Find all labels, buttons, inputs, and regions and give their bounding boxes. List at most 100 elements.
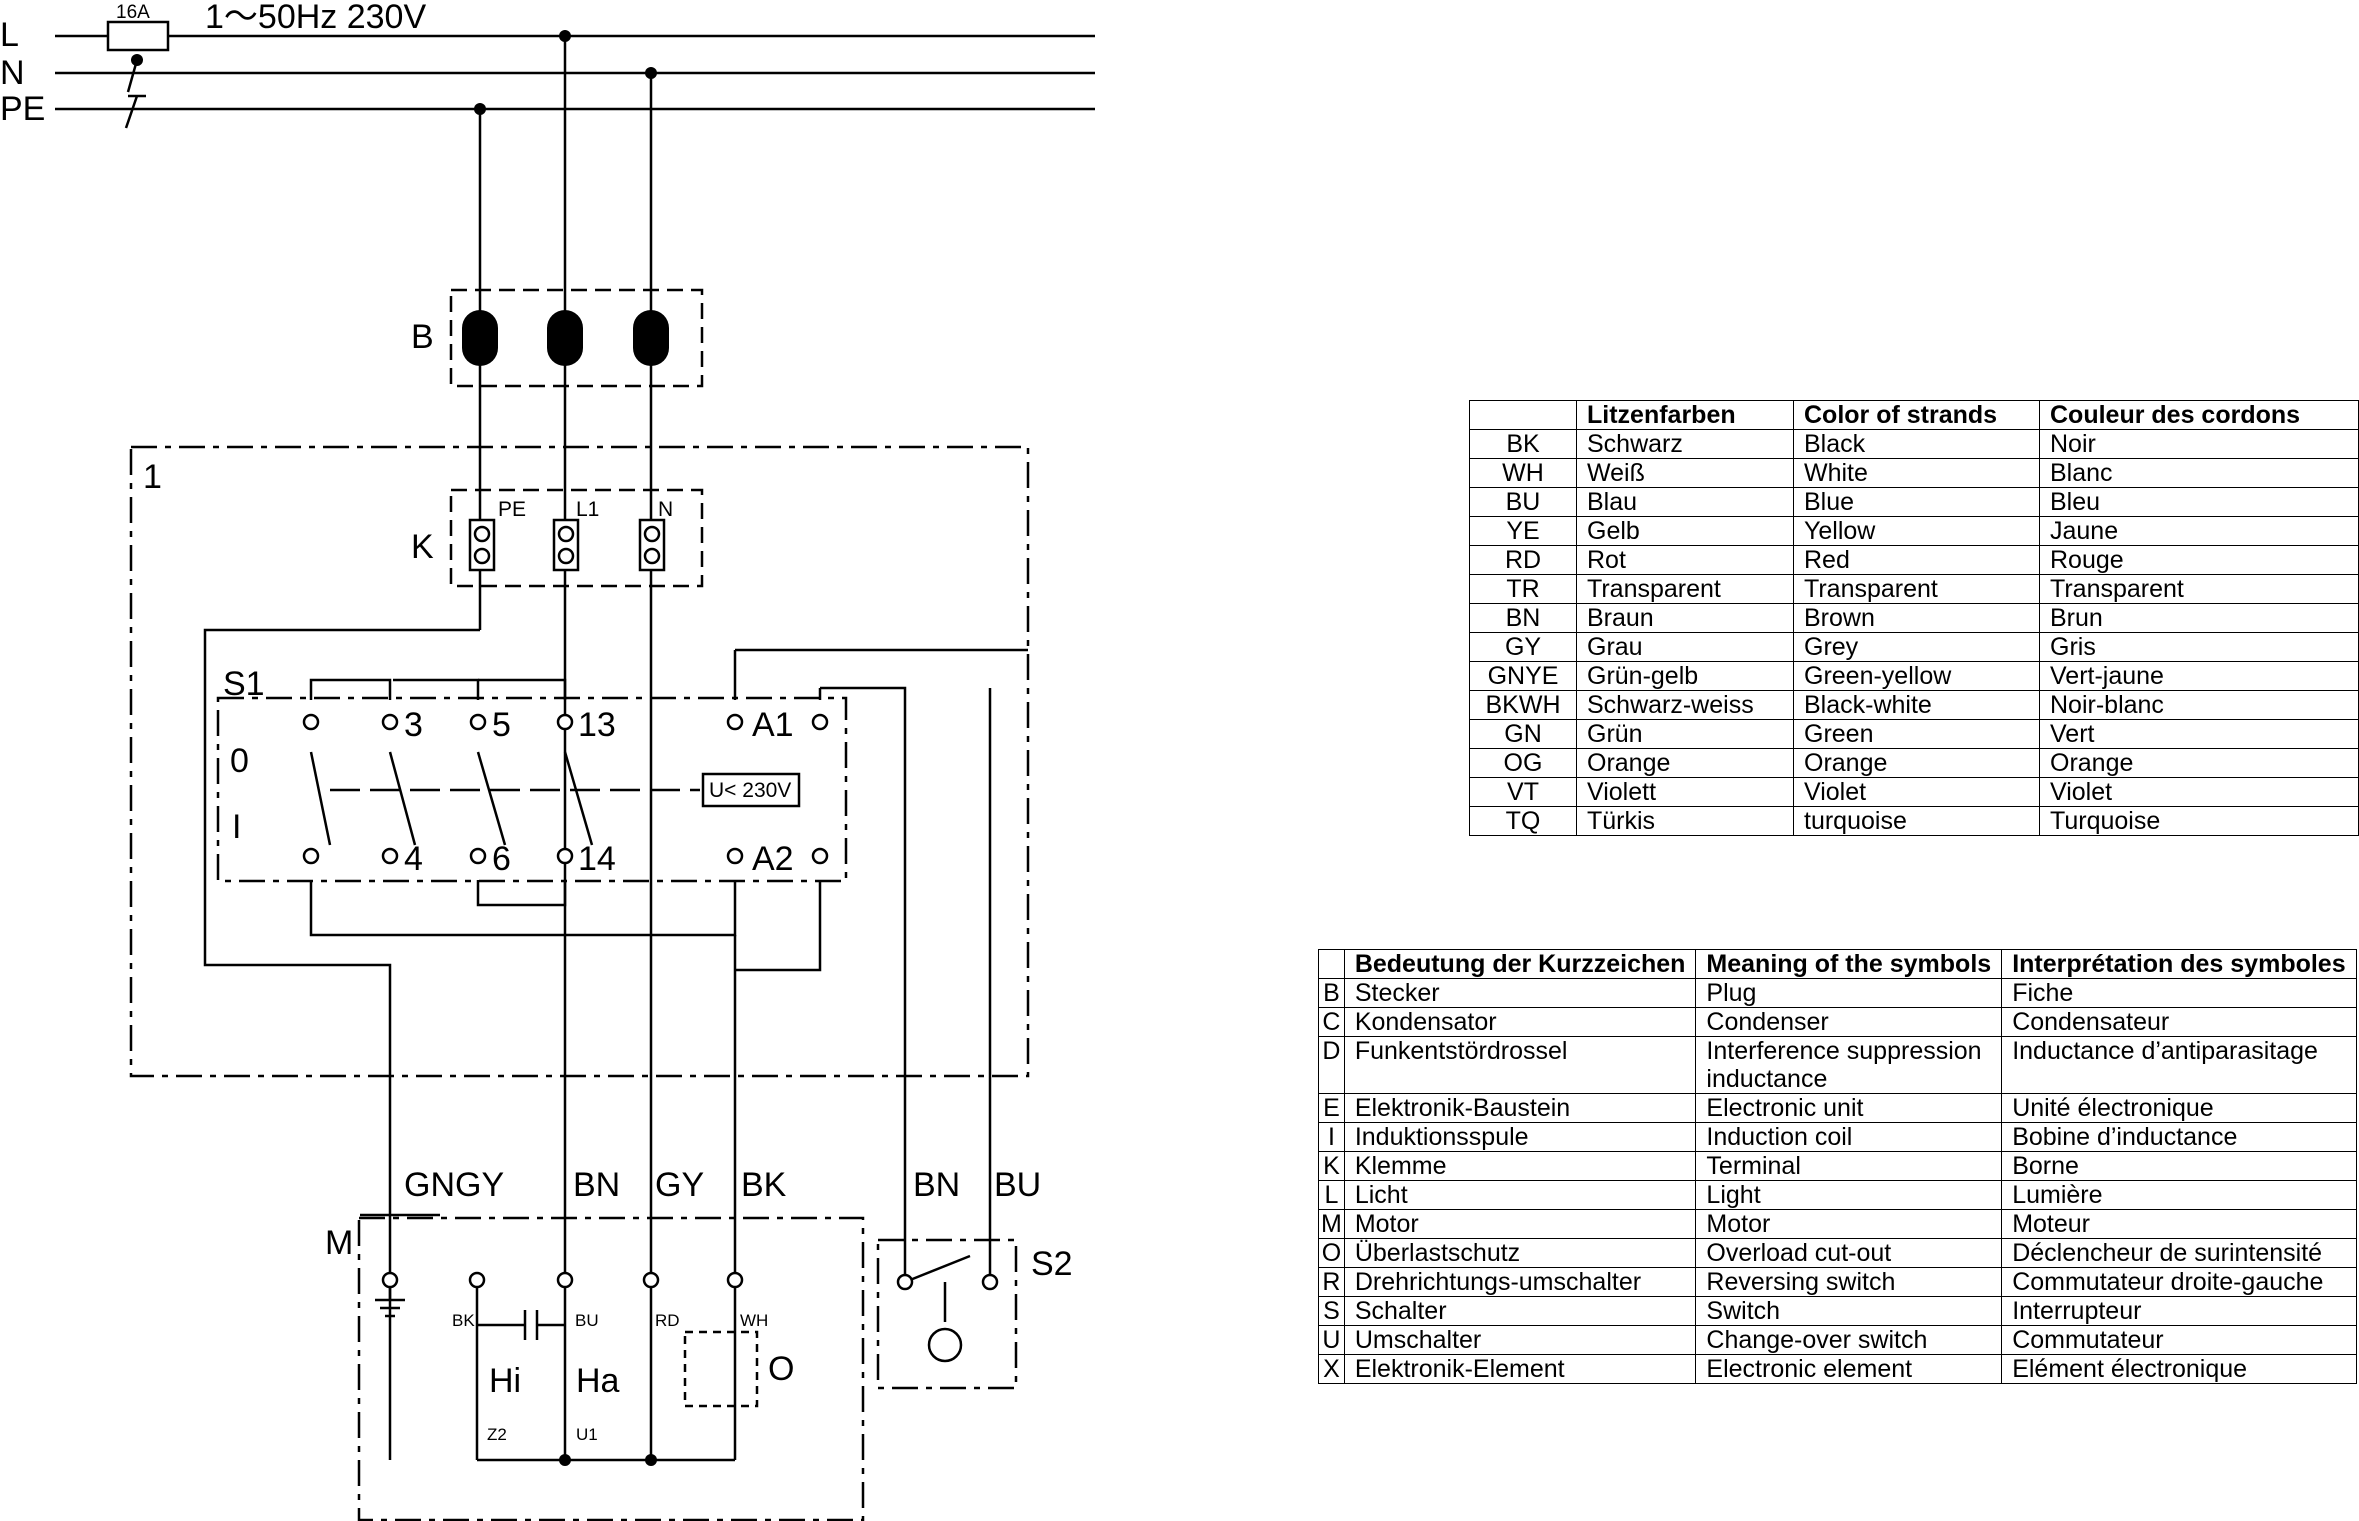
table-cell: Violett bbox=[1576, 777, 1794, 807]
wire-label-bu: BU bbox=[994, 1166, 1041, 1204]
supply-spec: 1～50Hz 230V bbox=[205, 0, 426, 36]
table-cell: Bobine d’inductance bbox=[2001, 1122, 2357, 1152]
table-cell: Commutateur droite-gauche bbox=[2001, 1267, 2357, 1297]
table-cell: Türkis bbox=[1576, 806, 1794, 836]
table-cell: U bbox=[1318, 1325, 1345, 1355]
table-cell: Condenser bbox=[1695, 1007, 2003, 1037]
motor-lead-wh: WH bbox=[740, 1311, 768, 1330]
table-cell: Blanc bbox=[2039, 458, 2359, 488]
table-cell: Transparent bbox=[1576, 574, 1794, 604]
table-cell: VT bbox=[1469, 777, 1577, 807]
table-cell: Violet bbox=[2039, 777, 2359, 807]
line-label-pe: PE bbox=[0, 90, 45, 128]
motor-winding-ha: Ha bbox=[576, 1362, 620, 1400]
table-cell: Kondensator bbox=[1343, 1007, 1697, 1037]
table-cell: Noir-blanc bbox=[2039, 690, 2359, 720]
table-cell: YE bbox=[1469, 516, 1577, 546]
strand-colors-table: Litzenfarben Color of strands Couleur de… bbox=[1469, 400, 2359, 836]
table-cell: K bbox=[1318, 1151, 1345, 1181]
table-cell: Grün-gelb bbox=[1576, 661, 1794, 691]
table-cell: Interference suppression inductance bbox=[1695, 1036, 2003, 1094]
motor-lead-bk: BK bbox=[452, 1311, 475, 1330]
table-header-cell: Litzenfarben bbox=[1576, 400, 1794, 430]
table-cell: Violet bbox=[1793, 777, 2040, 807]
motor-lead-rd: RD bbox=[655, 1311, 680, 1330]
table-cell: Turquoise bbox=[2039, 806, 2359, 836]
motor-terminal-z2: Z2 bbox=[487, 1425, 507, 1444]
table-cell: Motor bbox=[1343, 1209, 1697, 1239]
table-cell: Moteur bbox=[2001, 1209, 2357, 1239]
table-header-cell: Meaning of the symbols bbox=[1695, 949, 2003, 979]
overload-cutout-label: O bbox=[768, 1350, 794, 1388]
table-cell: turquoise bbox=[1793, 806, 2040, 836]
table-cell: Schalter bbox=[1343, 1296, 1697, 1326]
table-cell: Green bbox=[1793, 719, 2040, 749]
table-cell: White bbox=[1793, 458, 2040, 488]
terminal-pin-n: N bbox=[658, 498, 673, 521]
motor-terminal-u1: U1 bbox=[576, 1425, 598, 1444]
contact-top-5: 5 bbox=[492, 706, 511, 744]
table-cell: Reversing switch bbox=[1695, 1267, 2003, 1297]
table-cell: Klemme bbox=[1343, 1151, 1697, 1181]
wire-label-bn-2: BN bbox=[913, 1166, 960, 1204]
table-cell: Jaune bbox=[2039, 516, 2359, 546]
table-cell: B bbox=[1318, 978, 1345, 1008]
table-header-row: Bedeutung der Kurzzeichen Meaning of the… bbox=[1318, 949, 2357, 979]
table-cell: Borne bbox=[2001, 1151, 2357, 1181]
contact-bottom-6: 6 bbox=[492, 840, 511, 878]
table-cell: C bbox=[1318, 1007, 1345, 1037]
line-label-l: L bbox=[0, 16, 19, 54]
table-cell: Induktionsspule bbox=[1343, 1122, 1697, 1152]
motor-winding-hi: Hi bbox=[489, 1362, 521, 1400]
table-cell: Yellow bbox=[1793, 516, 2040, 546]
table-cell: Funkentstördrossel bbox=[1343, 1036, 1697, 1094]
table-cell: O bbox=[1318, 1238, 1345, 1268]
table-cell: Schwarz-weiss bbox=[1576, 690, 1794, 720]
table-cell: Switch bbox=[1695, 1296, 2003, 1326]
table-cell: Weiß bbox=[1576, 458, 1794, 488]
table-cell: Gris bbox=[2039, 632, 2359, 662]
table-cell: Überlastschutz bbox=[1343, 1238, 1697, 1268]
table-cell: Braun bbox=[1576, 603, 1794, 633]
table-cell: Vert-jaune bbox=[2039, 661, 2359, 691]
table-header-cell bbox=[1318, 949, 1345, 979]
electronic-box-label: U< 230V bbox=[709, 779, 791, 802]
motor-lead-bu: BU bbox=[575, 1311, 599, 1330]
contact-top-a1: A1 bbox=[752, 706, 794, 744]
table-cell: Lumière bbox=[2001, 1180, 2357, 1210]
table-cell: BU bbox=[1469, 487, 1577, 517]
contact-bottom-14: 14 bbox=[578, 840, 616, 878]
table-cell: Vert bbox=[2039, 719, 2359, 749]
table-cell: E bbox=[1318, 1093, 1345, 1123]
table-cell: Induction coil bbox=[1695, 1122, 2003, 1152]
table-cell: Light bbox=[1695, 1180, 2003, 1210]
wire-label-bn: BN bbox=[573, 1166, 620, 1204]
table-cell: Interrupteur bbox=[2001, 1296, 2357, 1326]
contact-bottom-4: 4 bbox=[404, 840, 423, 878]
table-cell: Rot bbox=[1576, 545, 1794, 575]
table-header-cell: Interprétation des symboles bbox=[2001, 949, 2357, 979]
table-header-cell bbox=[1469, 400, 1577, 430]
table-cell: Black bbox=[1793, 429, 2040, 459]
table-cell: Grey bbox=[1793, 632, 2040, 662]
table-cell: R bbox=[1318, 1267, 1345, 1297]
table-cell: Electronic unit bbox=[1695, 1093, 2003, 1123]
table-cell: Orange bbox=[1576, 748, 1794, 778]
table-cell: D bbox=[1318, 1036, 1345, 1094]
table-cell: Noir bbox=[2039, 429, 2359, 459]
table-cell: Red bbox=[1793, 545, 2040, 575]
wire-label-bk: BK bbox=[741, 1166, 787, 1204]
table-cell: RD bbox=[1469, 545, 1577, 575]
wire-label-gngy: GNGY bbox=[404, 1166, 504, 1204]
